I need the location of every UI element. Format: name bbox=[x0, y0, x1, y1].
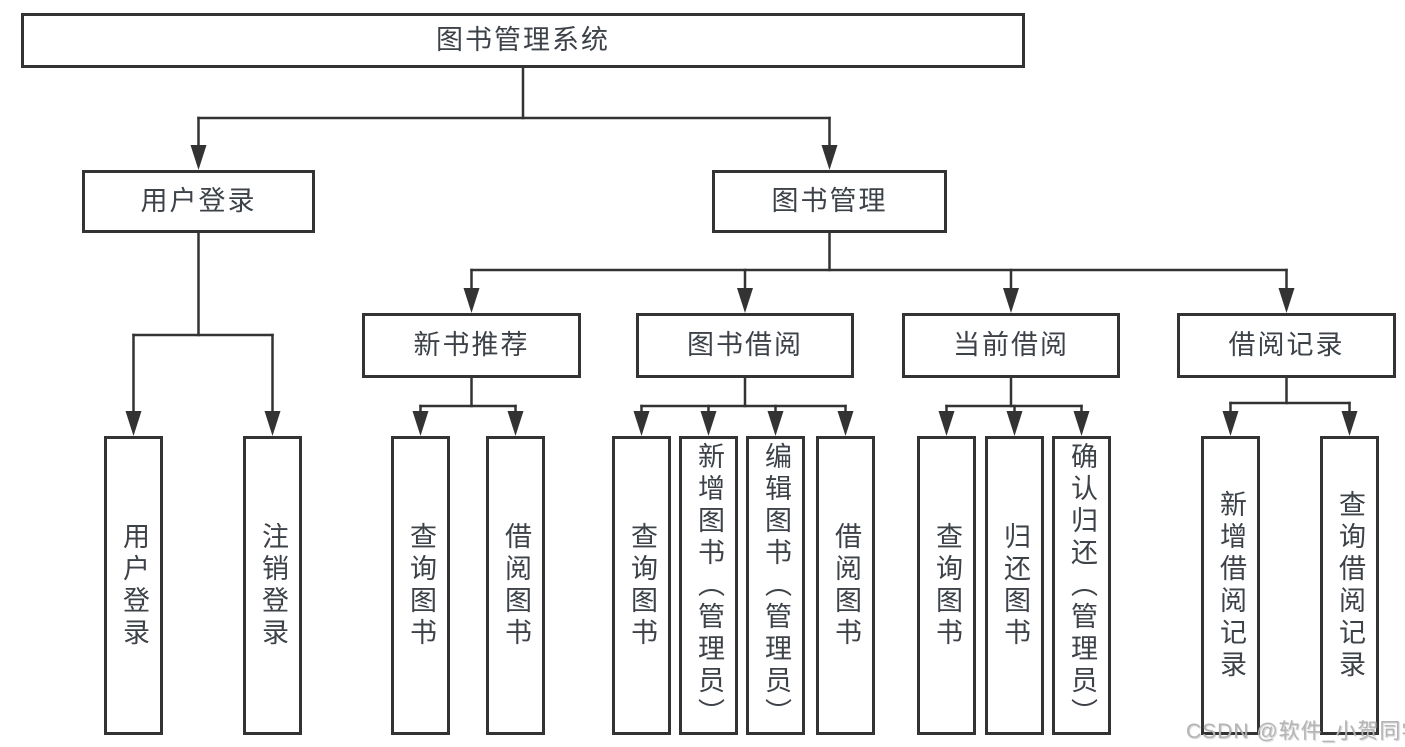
leaf-return-books-label: 归还图书 bbox=[1000, 521, 1030, 650]
leaf-confirm-return-admin-label: 确认归还（管理员） bbox=[1067, 441, 1097, 730]
node-user-login-label: 用户登录 bbox=[140, 186, 257, 216]
arrowhead-icon bbox=[1073, 411, 1090, 436]
leaf-user-login: 用户登录 bbox=[104, 436, 163, 735]
leaf-query-books-recommend-label: 查询图书 bbox=[406, 521, 436, 650]
node-book-borrowing: 图书借阅 bbox=[636, 313, 854, 378]
node-current-borrowing-label: 当前借阅 bbox=[953, 330, 1069, 360]
leaf-query-books-recommend: 查询图书 bbox=[391, 436, 450, 735]
leaf-add-borrow-record-label: 新增借阅记录 bbox=[1216, 489, 1246, 682]
leaf-add-book-admin: 新增图书（管理员） bbox=[679, 436, 738, 735]
node-root: 图书管理系统 bbox=[21, 13, 1025, 68]
leaf-borrow-books-label: 借阅图书 bbox=[831, 521, 861, 650]
arrowhead-icon bbox=[1222, 411, 1239, 436]
arrowhead-icon bbox=[1278, 288, 1295, 313]
node-book-management: 图书管理 bbox=[712, 170, 947, 233]
leaf-query-borrow-record-label: 查询借阅记录 bbox=[1335, 489, 1365, 682]
leaf-query-books-borrowing-label: 查询图书 bbox=[627, 521, 657, 650]
leaf-add-book-admin-label: 新增图书（管理员） bbox=[694, 441, 724, 730]
leaf-edit-book-admin-label: 编辑图书（管理员） bbox=[761, 441, 791, 730]
leaf-query-books-current-label: 查询图书 bbox=[932, 521, 962, 650]
leaf-borrow-books: 借阅图书 bbox=[816, 436, 875, 735]
node-current-borrowing: 当前借阅 bbox=[902, 313, 1120, 378]
arrowhead-icon bbox=[633, 411, 650, 436]
leaf-query-books-borrowing: 查询图书 bbox=[612, 436, 671, 735]
node-borrowing-records-label: 借阅记录 bbox=[1228, 330, 1345, 360]
arrowhead-icon bbox=[507, 411, 524, 436]
leaf-user-login-label: 用户登录 bbox=[119, 521, 149, 650]
arrowhead-icon bbox=[767, 411, 784, 436]
leaf-add-borrow-record: 新增借阅记录 bbox=[1201, 436, 1260, 735]
node-new-book-recommend: 新书推荐 bbox=[362, 313, 581, 378]
arrowhead-icon bbox=[837, 411, 854, 436]
arrowhead-icon bbox=[412, 411, 429, 436]
leaf-query-borrow-record: 查询借阅记录 bbox=[1320, 436, 1379, 735]
arrowhead-icon bbox=[737, 288, 753, 313]
arrowhead-icon bbox=[938, 411, 955, 436]
arrowhead-icon bbox=[264, 411, 281, 436]
arrowhead-icon bbox=[463, 288, 480, 313]
arrowhead-icon bbox=[125, 411, 142, 436]
leaf-edit-book-admin: 编辑图书（管理员） bbox=[746, 436, 805, 735]
node-book-management-label: 图书管理 bbox=[771, 186, 888, 216]
leaf-borrow-books-recommend: 借阅图书 bbox=[486, 436, 545, 735]
node-user-login: 用户登录 bbox=[82, 170, 315, 233]
node-new-book-recommend-label: 新书推荐 bbox=[413, 330, 530, 360]
leaf-logout: 注销登录 bbox=[243, 436, 302, 735]
node-root-label: 图书管理系统 bbox=[436, 25, 610, 55]
node-book-borrowing-label: 图书借阅 bbox=[687, 330, 803, 360]
leaf-query-books-current: 查询图书 bbox=[917, 436, 976, 735]
arrowhead-icon bbox=[700, 411, 717, 436]
arrowhead-icon bbox=[190, 145, 207, 170]
leaf-borrow-books-recommend-label: 借阅图书 bbox=[501, 521, 531, 650]
arrowhead-icon bbox=[1341, 411, 1358, 436]
node-borrowing-records: 借阅记录 bbox=[1177, 313, 1396, 378]
leaf-confirm-return-admin: 确认归还（管理员） bbox=[1052, 436, 1111, 735]
watermark: CSDN @软件_小贺同学 bbox=[1186, 720, 1405, 743]
arrowhead-icon bbox=[1006, 411, 1023, 436]
leaf-logout-label: 注销登录 bbox=[258, 521, 288, 650]
arrowhead-icon bbox=[1003, 288, 1019, 313]
arrowhead-icon bbox=[821, 145, 838, 170]
leaf-return-books: 归还图书 bbox=[985, 436, 1044, 735]
